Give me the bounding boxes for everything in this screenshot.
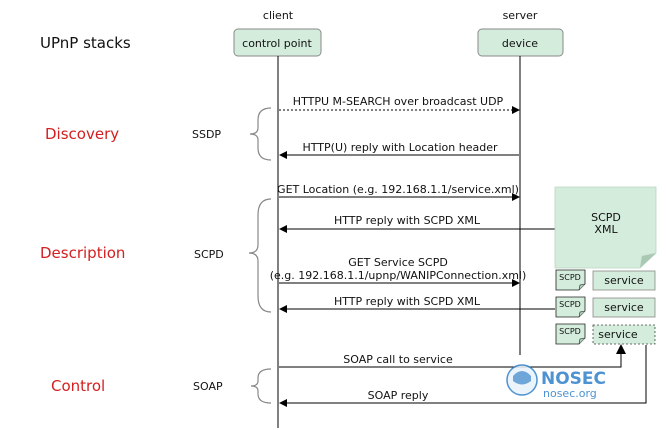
scpd-xml-line1: SCPD — [591, 211, 621, 224]
stack-soap-label: SOAP — [193, 380, 223, 393]
msg-soap-call-arrow — [279, 344, 626, 368]
msg-get-location-label: GET Location (e.g. 192.168.1.1/service.x… — [277, 183, 519, 196]
ssdp-brace — [249, 107, 272, 161]
scpd-small-doc-2: SCPD — [555, 296, 586, 318]
msg-msearch-label: HTTPU M-SEARCH over broadcast UDP — [293, 95, 504, 108]
stack-scpd-label: SCPD — [194, 248, 224, 261]
phase-discovery-label: Discovery — [45, 125, 119, 143]
service-3-label: service — [598, 328, 638, 341]
msg-soap-reply-label: SOAP reply — [368, 389, 429, 402]
scpd-small-3-label: SCPD — [559, 327, 581, 336]
client-role-label: client — [263, 9, 294, 22]
service-box-1: service — [592, 270, 656, 291]
client-actor-box: control point — [233, 28, 322, 57]
server-actor-label: device — [502, 37, 538, 50]
phase-description-label: Description — [40, 244, 125, 262]
scpd-small-2-label: SCPD — [559, 300, 581, 309]
msg-scpd-reply-1-label: HTTP reply with SCPD XML — [334, 214, 481, 227]
watermark-url: nosec.org — [543, 387, 597, 400]
msg-location-reply-label: HTTP(U) reply with Location header — [303, 141, 498, 154]
diagram-title: UPnP stacks — [40, 34, 131, 52]
client-actor-label: control point — [242, 37, 312, 50]
msg-soap-call-label: SOAP call to service — [343, 353, 453, 366]
nosec-watermark: NOSEC nosec.org — [506, 364, 606, 400]
msg-scpd-reply-2-label: HTTP reply with SCPD XML — [334, 295, 481, 308]
stack-ssdp-label: SSDP — [192, 128, 221, 141]
phase-control-label: Control — [51, 377, 105, 395]
scpd-brace — [248, 198, 272, 313]
scpd-xml-document: SCPD XML — [554, 186, 657, 269]
service-1-label: service — [604, 274, 644, 287]
service-box-2: service — [592, 297, 656, 318]
scpd-small-doc-1: SCPD — [555, 269, 586, 291]
msg-get-service-label: GET Service SCPD — [348, 256, 448, 269]
scpd-small-doc-3: SCPD — [555, 323, 586, 345]
server-role-label: server — [503, 9, 538, 22]
server-actor-box: device — [477, 28, 564, 57]
soap-brace — [250, 368, 272, 404]
scpd-xml-line2: XML — [594, 223, 618, 236]
watermark-brand: NOSEC — [541, 369, 606, 389]
msg-soap-reply-arrow — [279, 345, 647, 407]
service-2-label: service — [604, 301, 644, 314]
scpd-small-1-label: SCPD — [559, 273, 581, 282]
msg-get-service-example: (e.g. 192.168.1.1/upnp/WANIPConnection.x… — [270, 269, 527, 282]
service-box-3: service — [592, 324, 656, 345]
